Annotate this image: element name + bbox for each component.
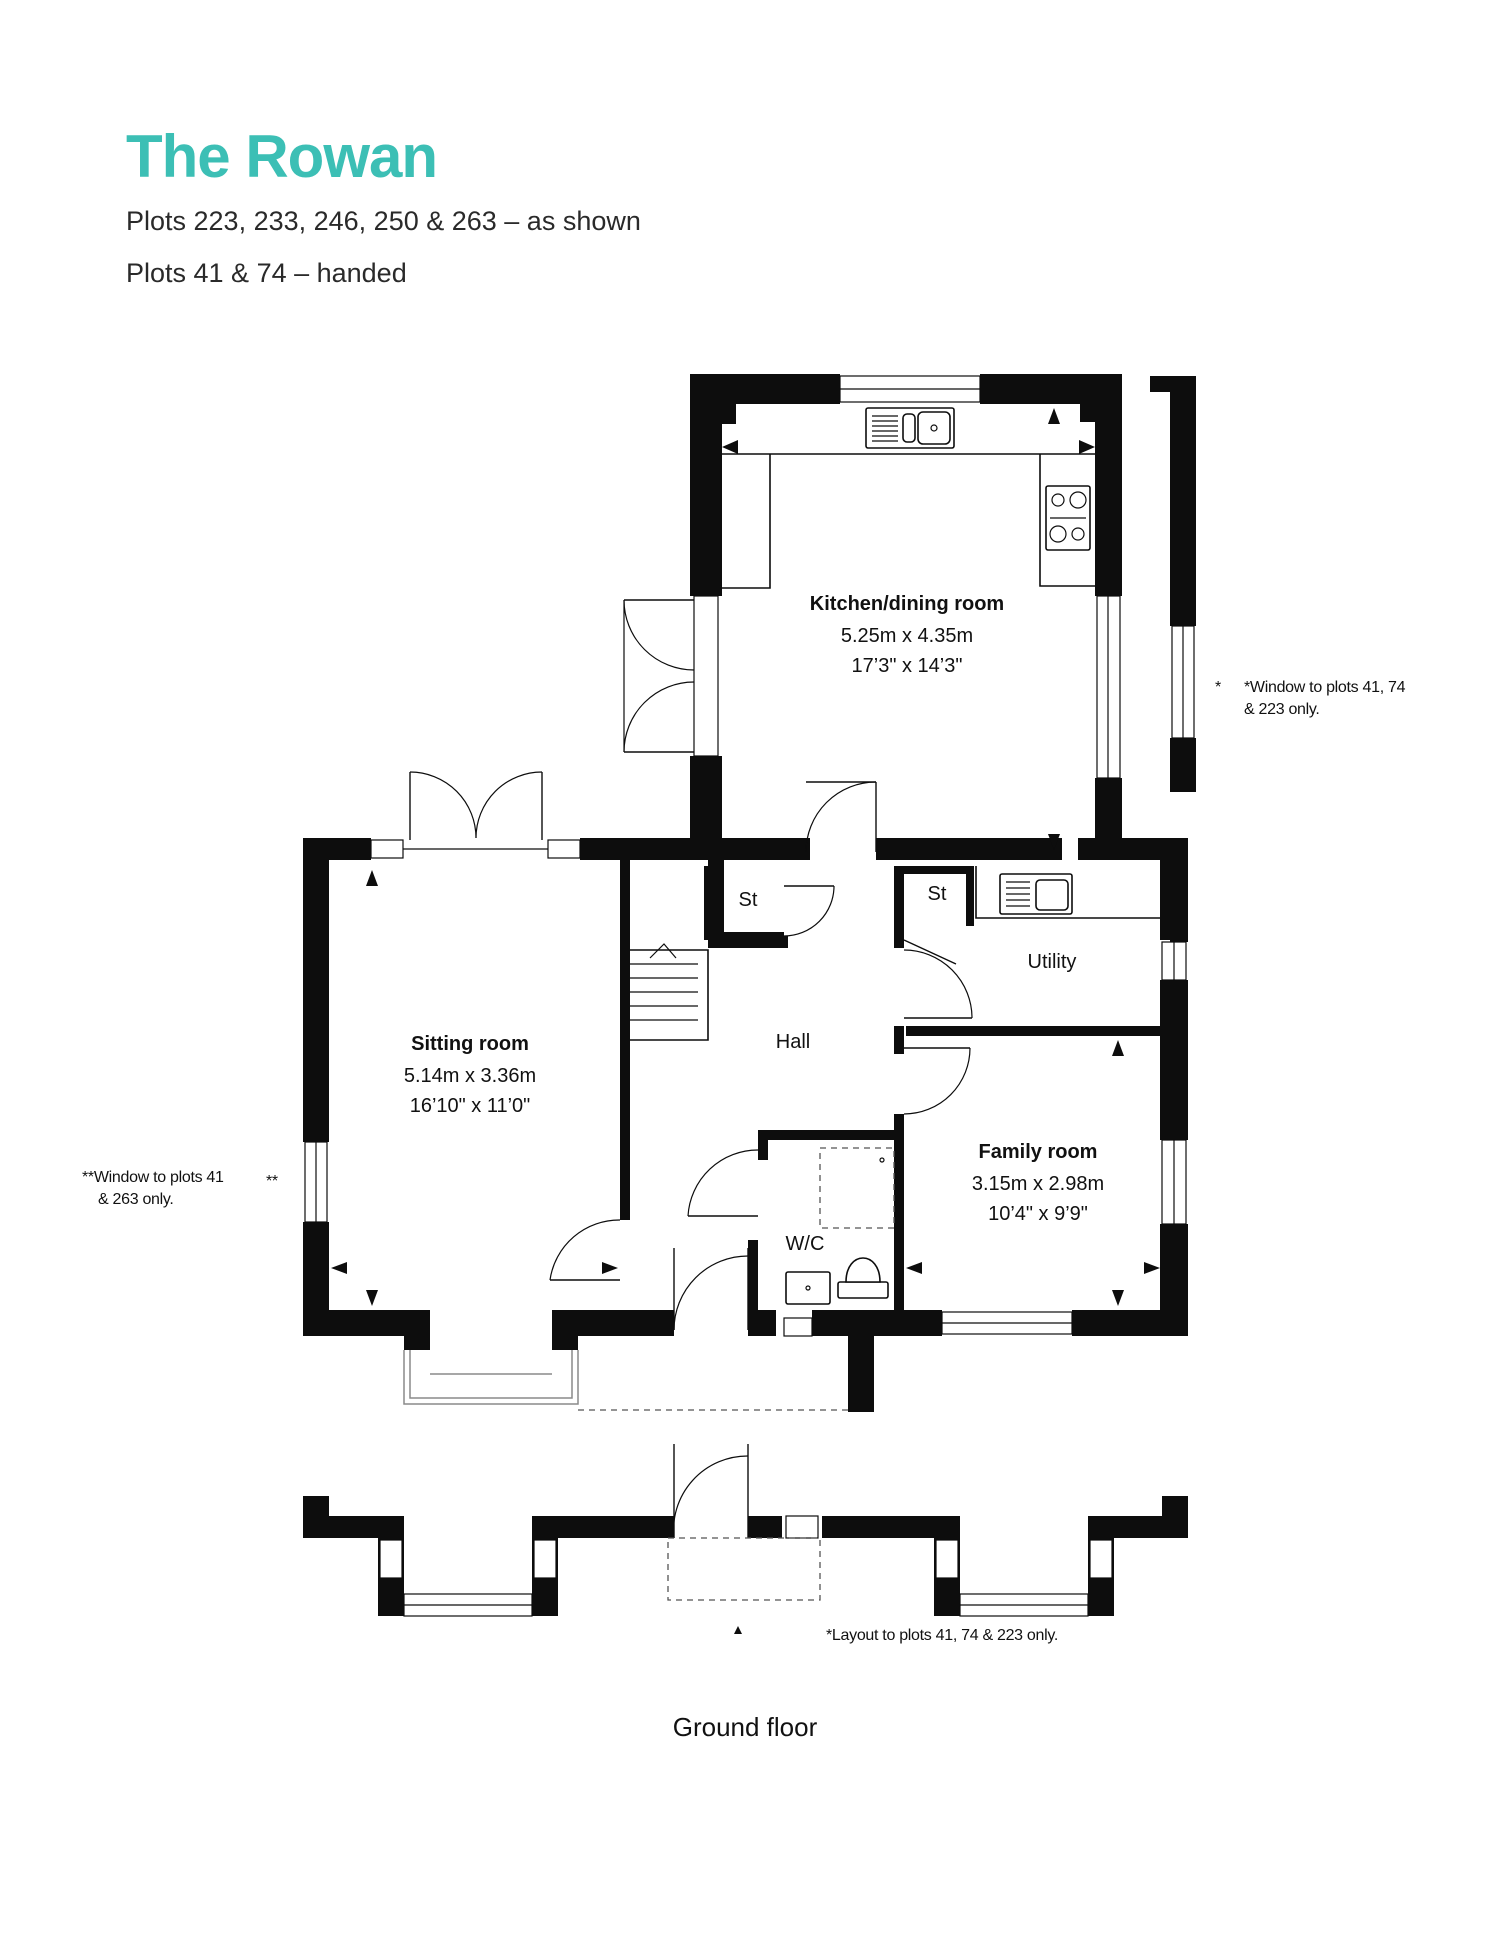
store-2-label: St — [928, 883, 947, 905]
store-2-wall-side — [966, 866, 974, 926]
family-metric: 3.15m x 2.98m — [972, 1173, 1104, 1195]
sitting-bay-window — [403, 1350, 848, 1411]
kitchen-worktop-left — [722, 454, 771, 589]
utility-sink-icon — [999, 873, 1073, 915]
kitchen-name: Kitchen/dining room — [810, 593, 1004, 615]
sitting-side-window — [304, 1141, 328, 1223]
plots-as-shown: Plots 223, 233, 246, 250 & 263 – as show… — [126, 206, 641, 236]
store-1-label: St — [739, 889, 758, 911]
utility-window — [1161, 941, 1187, 981]
kitchen-right-window — [1096, 595, 1121, 779]
alternative-side-wall — [1150, 376, 1196, 792]
kitchen-imperial: 17’3" x 14’3" — [852, 655, 963, 677]
wc-fittings — [783, 1147, 895, 1337]
main-walls — [303, 838, 1188, 1412]
kitchen-window-note-2: & 223 only. — [1244, 701, 1320, 718]
kitchen-window-marker: * — [1215, 679, 1221, 696]
interior-doors — [549, 781, 973, 1331]
family-side-window — [1161, 1139, 1187, 1225]
sitting-metric: 5.14m x 3.36m — [404, 1065, 536, 1087]
wc-label: W/C — [786, 1233, 825, 1255]
sitting-imperial: 16’10" x 11’0" — [410, 1095, 531, 1117]
kitchen-worktop-right — [1039, 454, 1095, 587]
sitting-name: Sitting room — [411, 1033, 529, 1055]
utility-label: Utility — [1028, 951, 1077, 973]
sitting-french-doors — [370, 771, 581, 859]
hob-icon — [1045, 485, 1091, 551]
wc-basin-icon — [785, 1271, 831, 1305]
hall-label: Hall — [776, 1031, 810, 1053]
house-title: The Rowan — [126, 123, 438, 190]
floor-caption: Ground floor — [673, 1712, 818, 1742]
store-2-wall — [904, 866, 974, 874]
kitchen-window-note-1: *Window to plots 41, 74 — [1244, 679, 1406, 696]
dimension-arrows — [331, 408, 1160, 1634]
sitting-window-marker: ** — [266, 1173, 278, 1190]
utility-worktop — [975, 866, 1160, 919]
sitting-window-note-2: & 263 only. — [98, 1191, 174, 1208]
kitchen-french-doors — [623, 595, 719, 757]
kitchen-metric: 5.25m x 4.35m — [841, 625, 973, 647]
family-imperial: 10’4" x 9’9" — [988, 1203, 1088, 1225]
kitchen-sink-icon — [865, 407, 955, 449]
family-name: Family room — [979, 1141, 1098, 1163]
layout-note: *Layout to plots 41, 74 & 223 only. — [826, 1627, 1058, 1644]
kitchen-walls — [690, 374, 1122, 858]
plots-handed: Plots 41 & 74 – handed — [126, 258, 407, 288]
toilet-icon — [837, 1281, 889, 1299]
sitting-window-note-1: **Window to plots 41 — [82, 1169, 224, 1186]
kitchen-top-window — [839, 375, 981, 403]
staircase — [630, 943, 709, 1041]
family-front-window — [941, 1311, 1073, 1335]
alternative-front-layout — [303, 1444, 1188, 1617]
